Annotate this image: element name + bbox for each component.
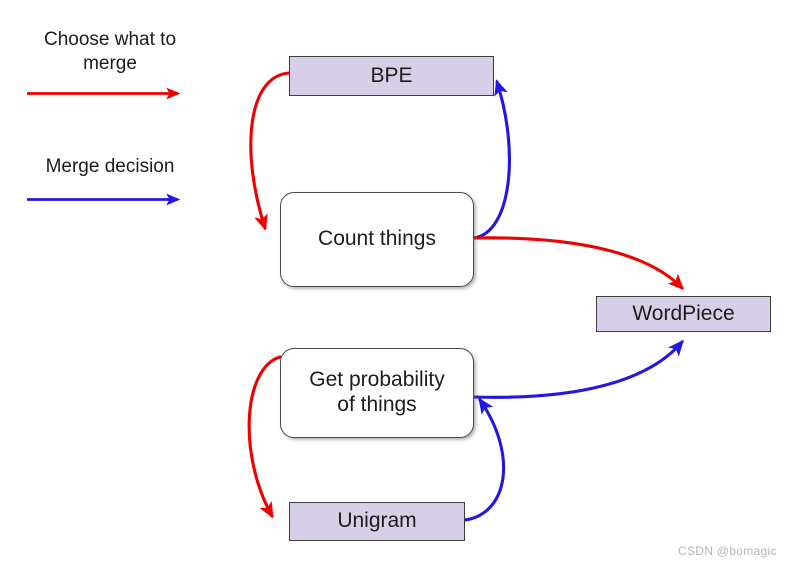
node-get-probability-of-things[interactable]: Get probability of things (280, 348, 474, 438)
legend-label-merge-decision: Merge decision (45, 156, 175, 177)
watermark: CSDN @bomagic (678, 544, 777, 558)
edge-count-to-wordpiece (472, 236, 685, 291)
edge-getprob-to-wordpiece (472, 339, 684, 399)
node-wordpiece[interactable]: WordPiece (596, 296, 771, 332)
node-unigram[interactable]: Unigram (289, 502, 465, 541)
node-count-things[interactable]: Count things (280, 192, 474, 287)
edge-getprob-to-unigram (247, 355, 282, 519)
node-bpe[interactable]: BPE (289, 56, 494, 96)
edge-count-to-bpe (472, 79, 511, 240)
legend-label-choose-what-to-merge: Choose what to merge (43, 29, 177, 74)
